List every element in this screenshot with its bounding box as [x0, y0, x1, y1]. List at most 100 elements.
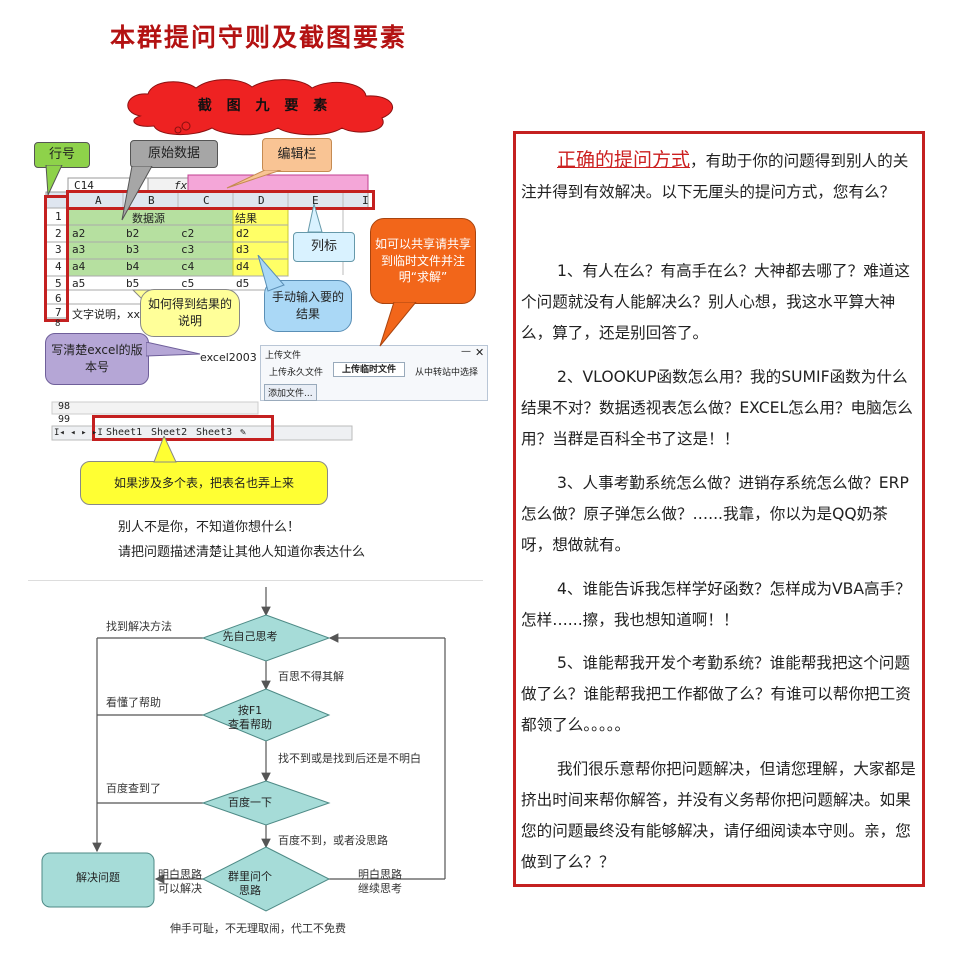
node-solve: 解决问题: [76, 871, 120, 884]
data-cell: c5: [181, 277, 195, 290]
close-icon[interactable]: ✕: [475, 346, 485, 359]
label-clear-continue-2: 继续思考: [358, 882, 402, 895]
row-number-highlight: [44, 195, 69, 322]
column-letter: E: [312, 194, 319, 207]
column-letter: B: [148, 194, 155, 207]
data-cell: a5: [72, 277, 86, 290]
flowchart-lines: [41, 587, 446, 912]
version-label: excel2003: [200, 351, 257, 364]
label-not-found: 找不到或是找到后还是不明白: [278, 752, 421, 765]
cloud-shape: [127, 79, 394, 136]
callout-manual-input: 手动输入要的结果: [264, 280, 352, 332]
rules-panel: [513, 131, 925, 887]
intro-heading: 正确的提问方式: [557, 149, 691, 171]
data-cell: d4: [236, 260, 250, 273]
callout-multi-sheet: 如果涉及多个表，把表名也弄上来: [80, 461, 328, 505]
panel-item-5: 5、谁能帮我开发个考勤系统？谁能帮我把这个问题做了么？谁能帮我把工作都做了么？有…: [521, 654, 911, 734]
node-group-line1: 群里问个: [228, 870, 272, 883]
panel-intro: 正确的提问方式，有助于你的问题得到别人的关注并得到有效解决。以下无厘头的提问方式…: [521, 145, 919, 208]
caption-line-1: 别人不是你，不知道你想什么！: [118, 520, 301, 535]
column-letter: A: [95, 194, 102, 207]
tab-permanent[interactable]: 上传永久文件: [269, 368, 324, 378]
label-baidu-not: 百度不到，或者没思路: [278, 834, 388, 847]
callout-pointer: [45, 165, 63, 196]
sheet-tab-3[interactable]: Sheet3: [196, 427, 233, 438]
row-number: 4: [55, 260, 62, 273]
data-cell: b3: [126, 243, 140, 256]
minimize-icon[interactable]: —: [461, 346, 471, 357]
data-cell: b2: [126, 227, 140, 240]
new-sheet-icon[interactable]: ✎: [240, 427, 247, 438]
label-clear-solve-2: 可以解决: [158, 882, 202, 895]
data-cell: b4: [126, 260, 140, 273]
callout-how-note: 如何得到结果的说明: [140, 289, 240, 337]
fx-label: fx: [174, 179, 188, 192]
tab-temporary[interactable]: 上传临时文件: [333, 362, 405, 377]
panel-item-1: 1、有人在么？有高手在么？大神都去哪了？难道这个问题就没有人能解决么？别人心想，…: [521, 262, 910, 342]
add-file-button[interactable]: 添加文件...: [264, 384, 317, 401]
panel-item-2: 2、VLOOKUP函数怎么用？我的SUMIF函数为什么结果不对？数据透视表怎么做…: [521, 368, 913, 448]
panel-item-4: 4、谁能告诉我怎样学好函数？怎样成为VBA高手？怎样…...擦，我也想知道啊！！: [521, 580, 911, 629]
column-letter: C: [203, 194, 210, 207]
label-clear-solve-1: 明白思路: [158, 868, 202, 881]
callout-pointer: [146, 342, 201, 357]
label-understood-help: 看懂了帮助: [106, 696, 161, 709]
callout-share-note: 如可以共享请共享到临时文件并注明“求解”: [370, 218, 476, 304]
callout-edit-bar: 编辑栏: [262, 138, 332, 172]
section-divider: [28, 580, 483, 581]
row-number: 99: [58, 414, 71, 425]
header-cell-source: 数据源: [132, 212, 165, 225]
upload-dialog: 上传文件 — ✕ 上传永久文件 上传临时文件 从中转站中选择 添加文件...: [260, 345, 488, 401]
data-cell: c2: [181, 227, 195, 240]
data-cell: d5: [236, 277, 250, 290]
tab-transfer[interactable]: 从中转站中选择: [415, 368, 479, 378]
row-number: 7: [55, 306, 62, 319]
row-number: 6: [55, 292, 62, 305]
label-no-result: 百思不得其解: [278, 670, 344, 683]
row-number: 98: [58, 401, 71, 412]
data-cell: a2: [72, 227, 86, 240]
callout-pointer: [153, 436, 177, 463]
panel-closing: 我们很乐意帮你把问题解决，但请您理解，大家都是挤出时间来帮你解答，并没有义务帮你…: [521, 760, 916, 871]
flowchart-footer: 伸手可耻，不无理取闹，代工不免费: [170, 922, 346, 935]
node-baidu: 百度一下: [228, 796, 272, 809]
row-number: 3: [55, 243, 62, 256]
data-cell: d3: [236, 243, 250, 256]
name-box: C14: [74, 179, 94, 192]
node-group-line2: 思路: [239, 884, 261, 897]
sheet-tab-1[interactable]: Sheet1: [106, 427, 143, 438]
callout-pointer: [307, 204, 323, 233]
callout-version-note: 写清楚excel的版本号: [45, 333, 149, 385]
data-cell: c4: [181, 260, 195, 273]
sheet-tab-2[interactable]: Sheet2: [151, 427, 188, 438]
row7-text: 文字说明，xxxx: [72, 308, 154, 321]
callout-pointer: [379, 302, 417, 347]
callout-pointer: [226, 170, 282, 189]
data-cell: d2: [236, 227, 250, 240]
sheet-tabs-highlight: [92, 415, 274, 441]
panel-item-3: 3、人事考勤系统怎么做？进销存系统怎么做？ERP怎么做？原子弹怎么做？…...我…: [521, 474, 909, 554]
row-number: 8: [55, 319, 61, 329]
intro-rest: ，有助于你的问题得到别人的关注并得到有效解决。以下无厘头的提问方式，您有么？: [521, 152, 909, 201]
callout-pointer: [121, 166, 153, 221]
row-number: 2: [55, 227, 62, 240]
caption-line-2: 请把问题描述清楚让其他人知道你表达什么: [118, 545, 366, 560]
column-header-highlight: [66, 190, 375, 210]
upload-dialog-title: 上传文件: [265, 351, 302, 361]
sheet-nav-arrows[interactable]: I◂ ◂ ▸ ▸I: [54, 428, 103, 438]
data-cell: a4: [72, 260, 86, 273]
column-letter: D: [258, 194, 265, 207]
cloud-label: 截 图 九 要 素: [197, 98, 333, 114]
label-baidu-found: 百度查到了: [106, 782, 161, 795]
column-letter: I: [362, 194, 369, 207]
callout-column-header: 列标: [293, 232, 355, 262]
row-number: 5: [55, 277, 62, 290]
data-cell: a3: [72, 243, 86, 256]
data-cell: b5: [126, 277, 140, 290]
label-clear-continue-1: 明白思路: [358, 868, 402, 881]
main-title: 本群提问守则及截图要素: [110, 23, 408, 52]
callout-row-number: 行号: [34, 142, 90, 168]
row-number: 1: [55, 210, 62, 223]
header-cell-result: 结果: [235, 212, 257, 225]
node-think: 先自己思考: [222, 630, 278, 643]
